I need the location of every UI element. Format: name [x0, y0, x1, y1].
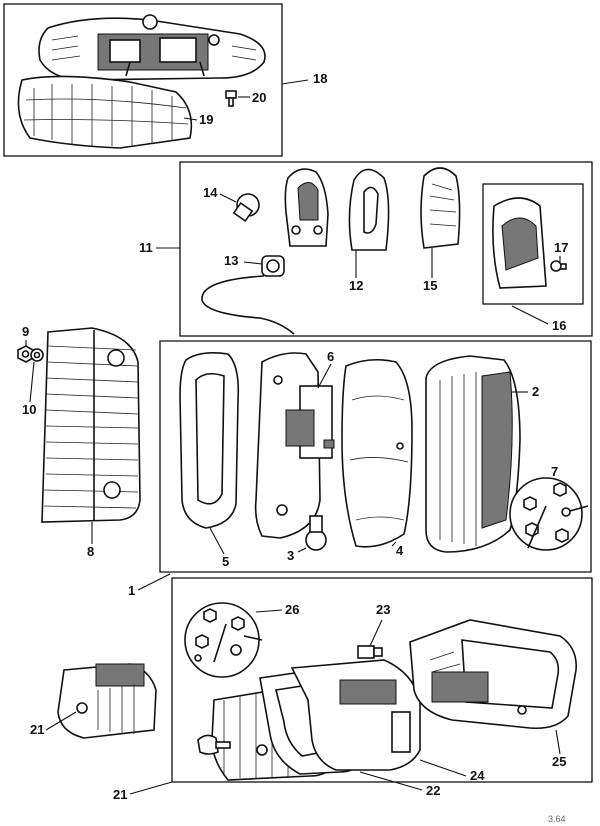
callout-16: 16 — [552, 318, 566, 333]
fixings-26 — [184, 602, 263, 678]
base-plate-25 — [409, 619, 577, 730]
leader-4 — [391, 541, 397, 547]
group-box-11 — [179, 161, 593, 337]
group-box-21 — [171, 577, 593, 783]
lens-24 — [290, 659, 421, 771]
gasket-12 — [348, 168, 390, 251]
callout-23: 23 — [376, 602, 390, 617]
rear-lamp-assembly — [38, 14, 266, 81]
callout-25: 25 — [552, 754, 566, 769]
lens-4 — [341, 358, 413, 548]
callout-22: 22 — [426, 783, 440, 798]
callout-24: 24 — [470, 768, 485, 783]
screw-23 — [357, 645, 383, 659]
group-box-16 — [482, 183, 584, 305]
callout-2: 2 — [532, 384, 539, 399]
callout-1: 1 — [128, 583, 135, 598]
callout-13: 13 — [224, 253, 238, 268]
group-box-18 — [3, 3, 283, 157]
leader-24 — [419, 759, 467, 777]
screw-21b — [197, 734, 231, 755]
fixings-7 — [509, 477, 589, 551]
leader-16 — [511, 305, 549, 325]
callout-26: 26 — [285, 602, 299, 617]
callout-10: 10 — [22, 402, 36, 417]
leader-5 — [209, 527, 225, 555]
callout-21-small: 21 — [30, 722, 44, 737]
callout-6: 6 — [327, 349, 334, 364]
lens-15 — [420, 167, 461, 249]
lamp-body — [284, 168, 329, 247]
leader-14 — [219, 193, 237, 203]
leader-1 — [137, 573, 171, 591]
leader-21 — [129, 781, 173, 795]
screw-20 — [225, 90, 237, 107]
leader-10 — [29, 361, 35, 403]
callout-18: 18 — [313, 71, 327, 86]
lamp-housing-2 — [425, 355, 521, 553]
callout-11: 11 — [139, 240, 153, 255]
screw-17 — [550, 260, 567, 272]
callout-4: 4 — [396, 543, 404, 558]
callout-3: 3 — [287, 548, 294, 563]
callout-8: 8 — [87, 544, 94, 559]
leader-22 — [359, 771, 423, 791]
callout-21: 21 — [113, 787, 127, 802]
group-box-1 — [159, 340, 592, 573]
lampholder-13 — [201, 255, 295, 335]
leader-6 — [317, 363, 332, 389]
leader-21-small — [45, 711, 77, 731]
bulb-14 — [232, 193, 260, 223]
callout-19: 19 — [199, 112, 213, 127]
footer-mark: 3.64 — [548, 814, 566, 824]
leader-25 — [555, 729, 561, 755]
callout-17: 17 — [554, 240, 568, 255]
bulb-3 — [305, 515, 327, 551]
callout-20: 20 — [252, 90, 266, 105]
leader-19 — [183, 117, 198, 121]
leader-13 — [243, 261, 263, 265]
callout-12: 12 — [349, 278, 363, 293]
leader-3 — [297, 547, 307, 553]
leader-18 — [281, 79, 309, 85]
leader-23 — [369, 619, 383, 647]
lamp-base-6 — [254, 352, 335, 539]
gasket-5 — [179, 352, 240, 529]
callout-9: 9 — [22, 324, 29, 339]
reflector-plate-8 — [41, 327, 141, 523]
cover-16 — [492, 197, 547, 289]
washer-10 — [30, 348, 44, 362]
callout-5: 5 — [222, 554, 229, 569]
callout-14: 14 — [203, 185, 218, 200]
callout-15: 15 — [423, 278, 437, 293]
rear-lamp-cover — [17, 75, 193, 149]
callout-7: 7 — [551, 464, 558, 479]
leader-26 — [255, 609, 283, 613]
small-repeater-21 — [57, 663, 157, 739]
